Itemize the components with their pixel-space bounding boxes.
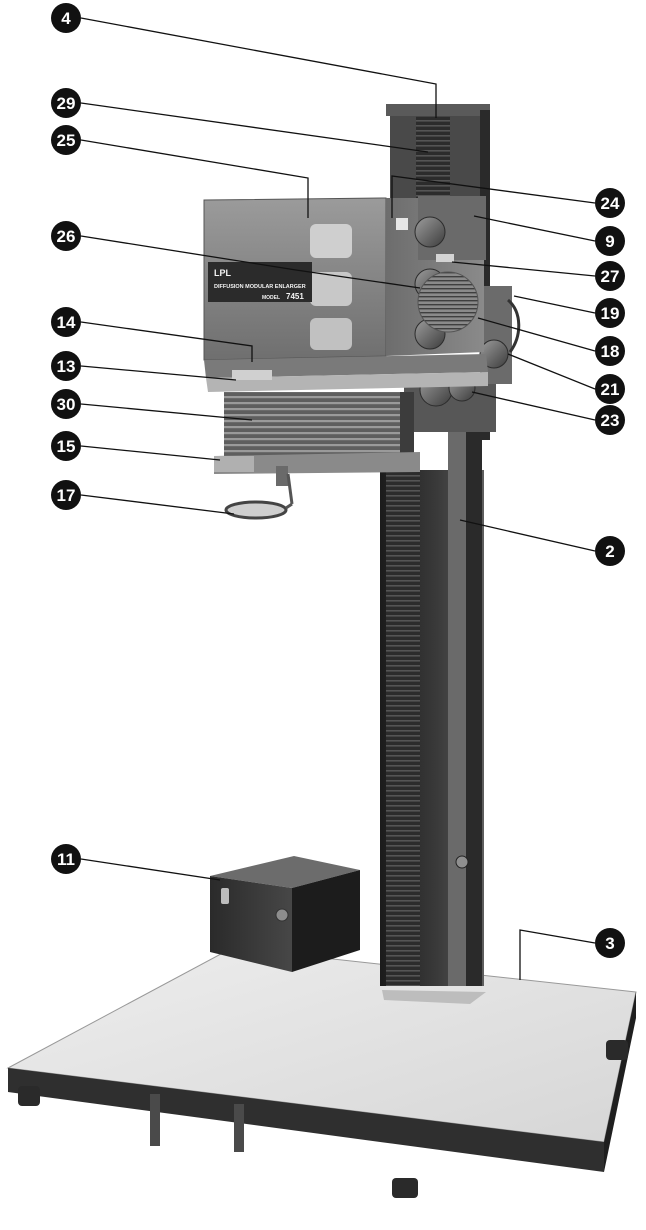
upper-knob [414,216,446,248]
callout-26: 26 [51,221,81,251]
filter-holder [224,500,293,520]
leader-line [80,102,429,153]
board-rail [150,1094,160,1146]
callout-label: 30 [57,395,76,414]
callout-label: 24 [601,194,620,213]
callout-label: 9 [605,232,614,251]
negative-carrier [206,372,488,392]
leader-line [519,929,596,980]
callout-23: 23 [595,405,625,435]
lens-stage [214,452,420,505]
callout-label: 17 [57,486,76,505]
callout-9: 9 [595,226,625,256]
callout-label: 18 [601,342,620,361]
callout-label: 4 [61,9,71,28]
callout-18: 18 [595,336,625,366]
callout-label: 26 [57,227,76,246]
lamp-head: LPL DIFFUSION MODULAR ENLARGER MODEL 745… [203,196,486,361]
column-rail [448,430,466,986]
column-rack [386,470,420,986]
leader-line [80,321,253,362]
callout-3: 3 [595,928,625,958]
callout-14: 14 [51,307,81,337]
leader-line [80,139,309,218]
head-label-name: DIFFUSION MODULAR ENLARGER [214,284,306,290]
power-supply-box [210,856,360,972]
callout-label: 14 [57,313,76,332]
leader-line [80,858,221,881]
callout-label: 3 [605,934,614,953]
filter-dial [310,224,352,258]
board-foot [392,1178,418,1198]
callout-19: 19 [595,298,625,328]
callout-25: 25 [51,125,81,155]
callout-label: 27 [601,267,620,286]
column [380,104,490,986]
callout-29: 29 [51,88,81,118]
callout-11: 11 [51,844,81,874]
callout-label: 25 [57,131,76,150]
callout-15: 15 [51,431,81,461]
head-label-brand: LPL [214,268,232,278]
leader-line [80,445,221,461]
leader-line [477,317,596,352]
lamp-vent [417,271,479,333]
leader-line [451,261,596,277]
leader-line [513,295,596,314]
leader-line [80,365,237,381]
head-label-plate [208,262,312,302]
head-label-model-prefix: MODEL [262,295,280,301]
board-foot [18,1086,40,1106]
bellows [224,392,414,464]
indicator-window [396,218,408,230]
callout-4: 4 [51,3,81,33]
leader-line [471,391,596,421]
board-foot [606,1040,628,1060]
column-scale-strip [416,112,450,200]
callout-badges: 4 29 25 26 14 13 30 15 [51,3,625,958]
leader-line [80,235,421,289]
power-switch [221,888,229,904]
callout-2: 2 [595,536,625,566]
callout-label: 19 [601,304,620,323]
head-base-plate [204,354,488,378]
leader-line [391,175,596,218]
leader-line [80,17,437,118]
callout-label: 23 [601,411,620,430]
callout-13: 13 [51,351,81,381]
negative-stage [204,354,488,392]
leader-line [473,215,596,242]
callout-label: 29 [57,94,76,113]
callout-lines [80,17,596,980]
callout-17: 17 [51,480,81,510]
leader-line [80,403,253,421]
knob-indicator [436,254,454,262]
callout-label: 11 [57,850,75,869]
head-label-model: 7451 [286,292,304,301]
callout-label: 2 [605,542,614,561]
baseboard [6,947,637,1198]
leader-line [80,494,235,515]
power-knob [275,908,289,922]
filter-dial [310,272,352,306]
callout-label: 13 [57,357,76,376]
leader-line [459,519,596,552]
board-rail [234,1104,244,1152]
callout-24: 24 [595,188,625,218]
column-lock-screw [455,855,469,869]
column-top-cap [386,104,490,116]
callout-21: 21 [595,374,625,404]
callout-27: 27 [595,261,625,291]
filter-dial [310,318,352,350]
callout-30: 30 [51,389,81,419]
callout-label: 15 [57,437,76,456]
power-cable [506,298,521,353]
leader-line [507,353,596,390]
callout-label: 21 [601,380,620,399]
